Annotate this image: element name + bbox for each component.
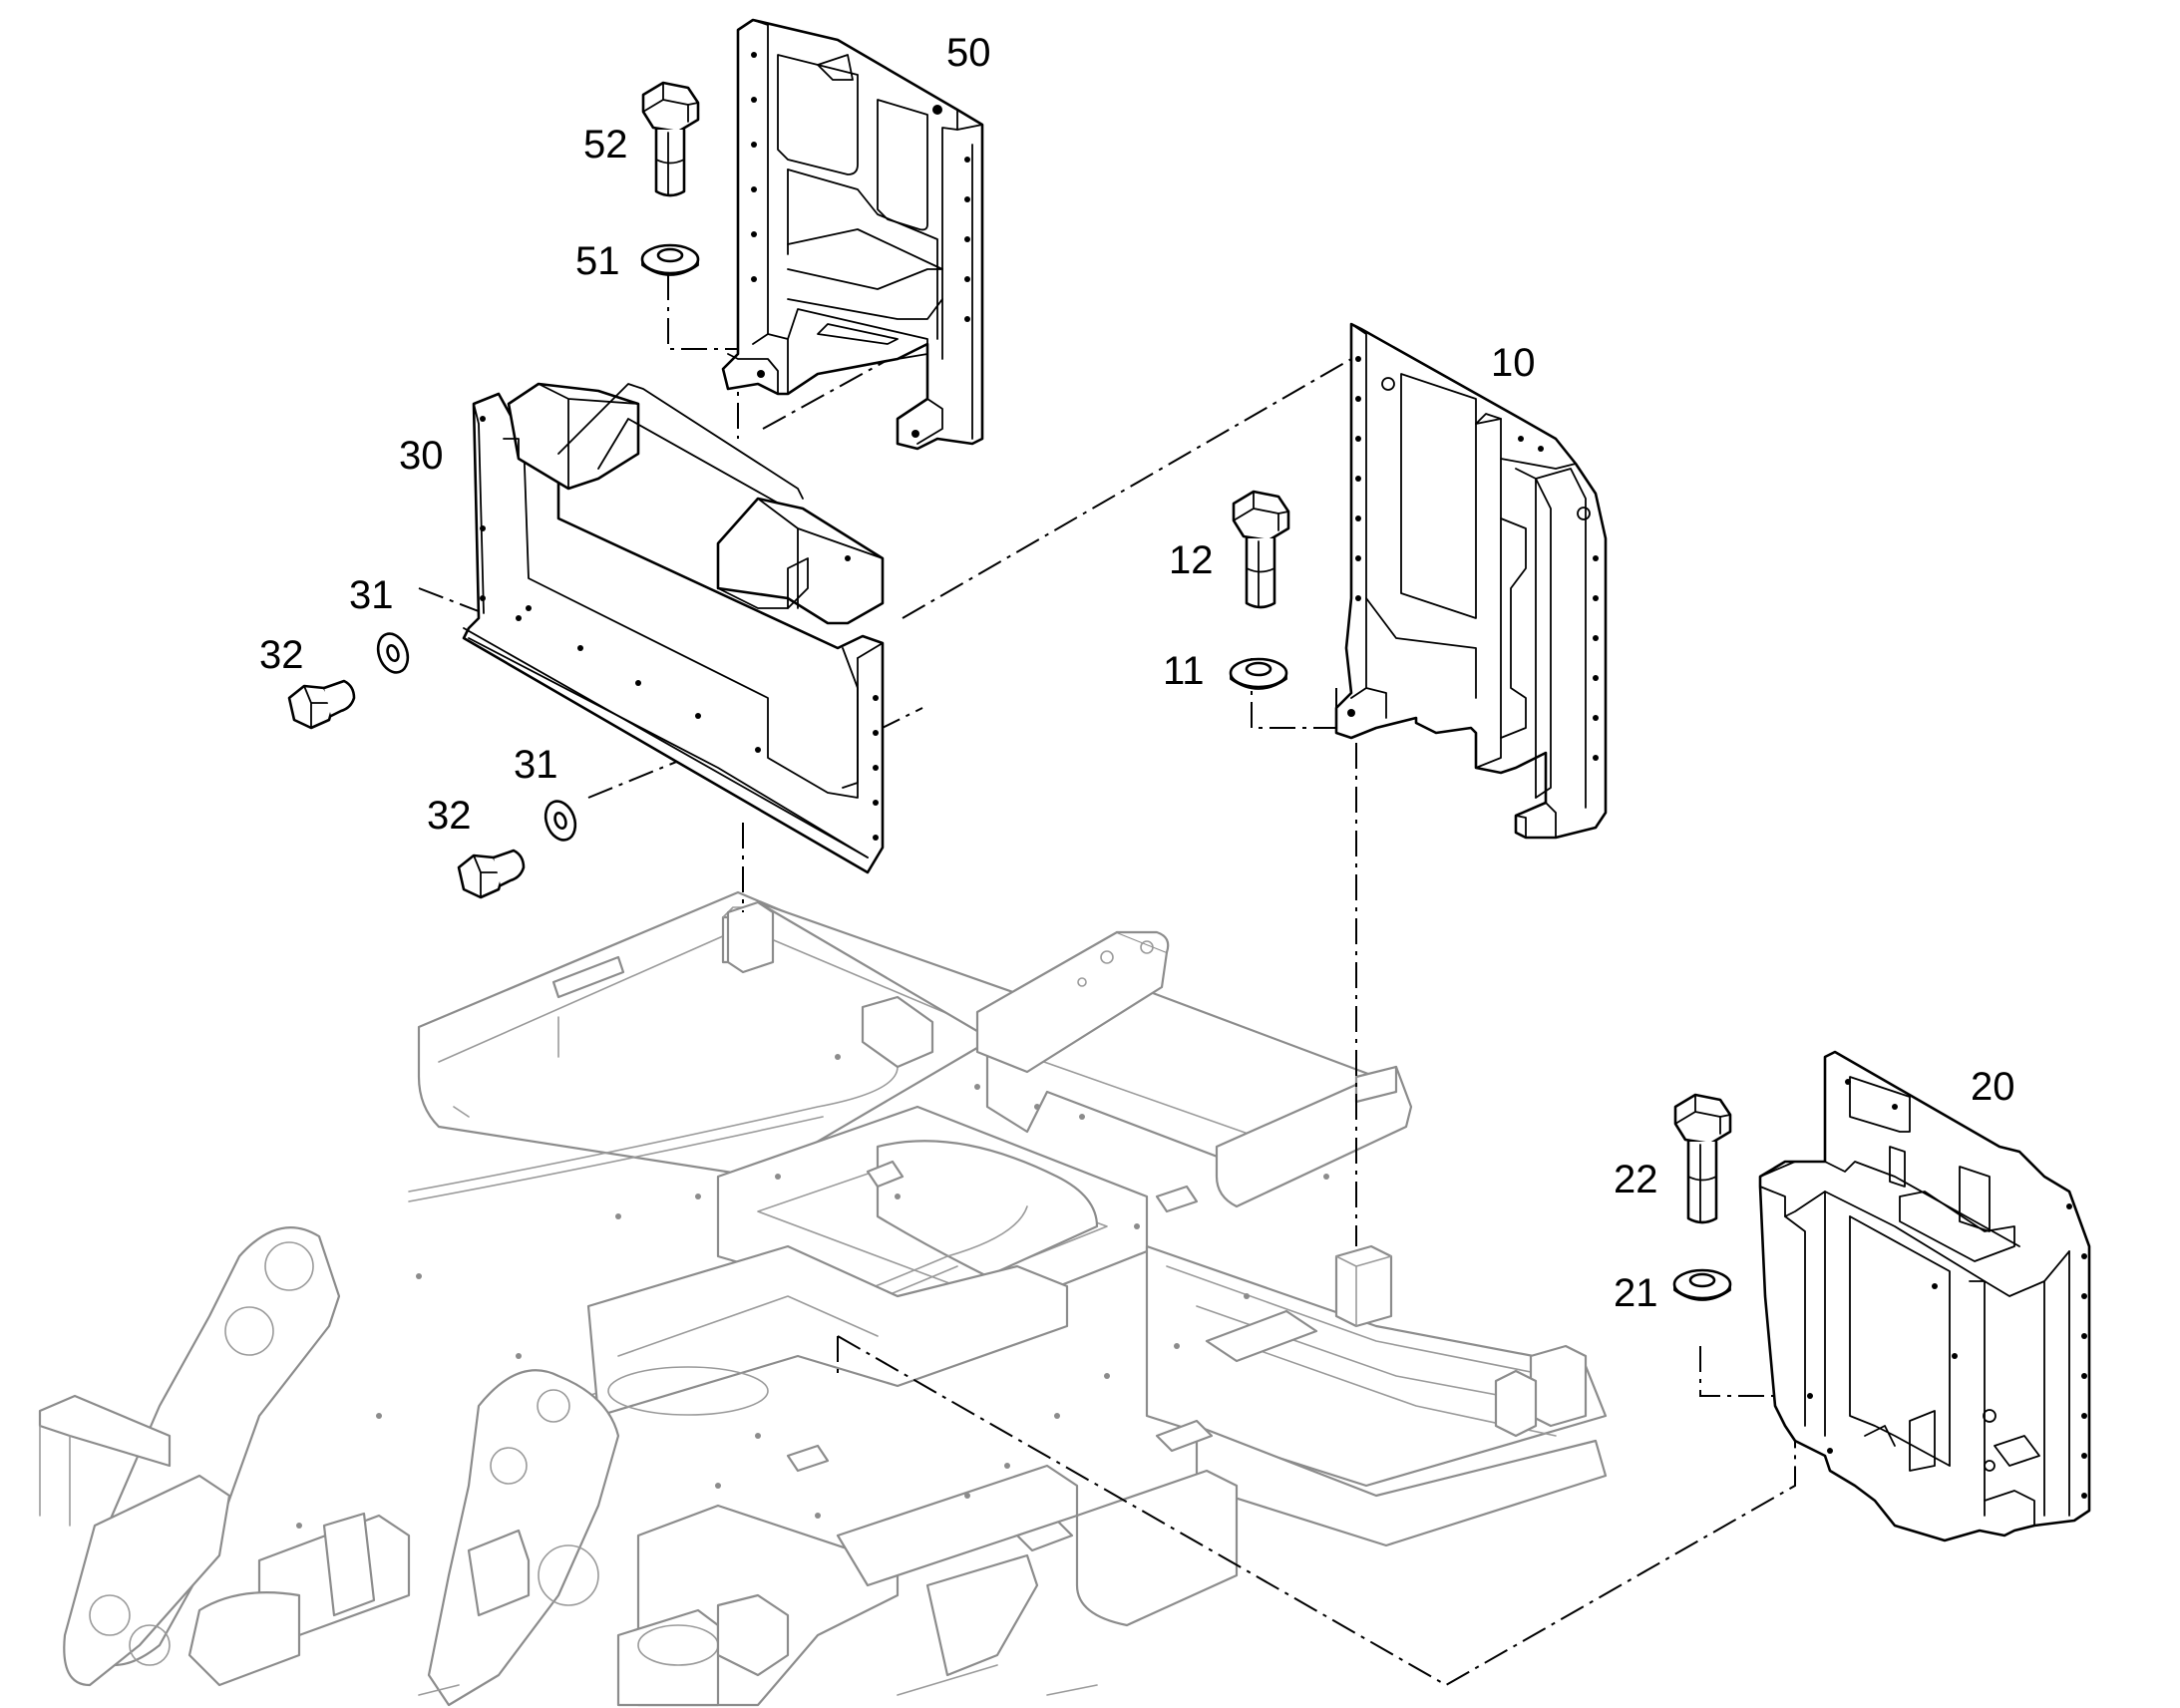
callout-22: 22 [1614,1158,1658,1201]
callout-32-lower: 32 [427,794,472,838]
callout-31-lower: 31 [514,743,558,787]
part-21-washer [1672,1268,1732,1301]
part-51-washer [640,243,700,276]
callout-labels: 50 52 51 10 30 12 31 32 11 31 32 20 22 2… [259,31,2015,1315]
part-52-bolt [641,81,700,197]
part-12-bolt [1232,490,1290,609]
part-31-washer-lower [544,800,577,842]
part-50-upper-bracket [721,18,984,451]
part-20-rear-bracket [1758,1050,2091,1542]
upper-frame-assembly [38,890,1608,1707]
callout-32-upper: 32 [259,633,304,677]
part-30-side-panel [462,382,885,874]
callout-30: 30 [399,434,444,478]
callout-31-upper: 31 [349,573,394,617]
part-22-bolt [1673,1093,1732,1224]
callout-21: 21 [1614,1271,1658,1315]
callout-10: 10 [1491,341,1536,385]
part-11-washer [1229,657,1288,690]
part-32-bolt-lower [457,849,526,899]
callout-50: 50 [946,31,991,75]
callout-12: 12 [1169,538,1214,582]
callout-51: 51 [575,239,620,283]
callout-52: 52 [583,123,628,167]
callout-11: 11 [1163,649,1205,693]
part-32-bolt-upper [287,679,356,730]
callout-20: 20 [1971,1065,2015,1109]
part-31-washer-upper [376,632,410,674]
part-10-support-bracket [1334,322,1608,840]
